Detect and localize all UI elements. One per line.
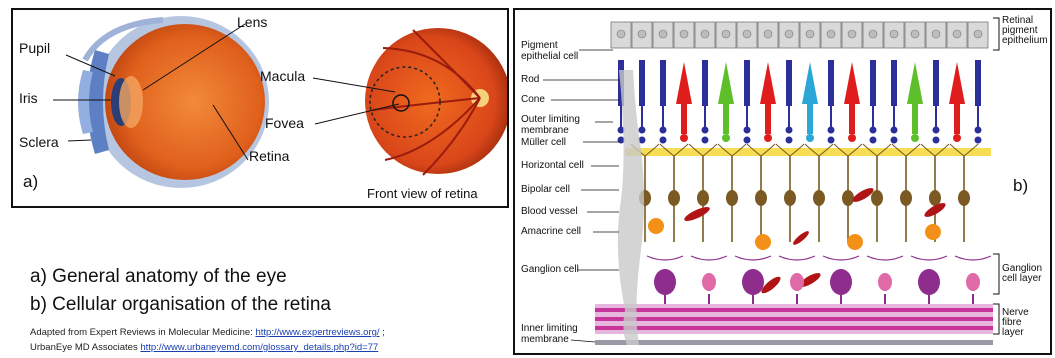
pigment-epithelial-cell [926, 22, 946, 48]
panel-b-letter: b) [1013, 176, 1028, 196]
panel-b-retina-cells: Pigment epithelial cell Rod Cone Outer l… [513, 8, 1052, 355]
eye-anatomy-illustration [13, 10, 509, 208]
label-sclera: Sclera [19, 134, 59, 150]
bipolar-cell [950, 144, 978, 242]
pigment-epithelial-cell [674, 22, 694, 48]
pigment-epithelial-cell [779, 22, 799, 48]
label-ganglion-cell-layer: Ganglion cell layer [1002, 264, 1042, 284]
label-pigment-epithelial-cell: Pigment epithelial cell [521, 40, 578, 62]
pigment-epithelial-cell [968, 22, 988, 48]
nerve-fibre-layer [595, 304, 993, 334]
bipolar-cell [892, 144, 920, 242]
label-outer-limiting-membrane: Outer limiting membrane [521, 114, 580, 136]
cone-cell [907, 62, 923, 142]
pigment-epithelium-row [611, 22, 988, 48]
cone-cell [760, 62, 776, 142]
rod-cell [786, 60, 793, 144]
ganglion-cell [867, 256, 903, 306]
label-bipolar-cell: Bipolar cell [521, 184, 570, 195]
label-retina: Retina [249, 148, 289, 164]
label-fovea: Fovea [265, 115, 304, 131]
cone-cell [844, 62, 860, 142]
bipolar-cell [747, 144, 775, 242]
pigment-epithelial-cell [632, 22, 652, 48]
label-blood-vessel: Blood vessel [521, 206, 578, 217]
bipolar-cell [805, 144, 833, 242]
panel-b-leader-lines [543, 50, 619, 342]
label-horizontal-cell: Horizontal cell [521, 160, 584, 171]
label-pupil: Pupil [19, 40, 50, 56]
pigment-epithelial-cell [716, 22, 736, 48]
label-ganglion-cell: Ganglion cell [521, 264, 579, 275]
rod-cell [744, 60, 751, 144]
caption-line-a: a) General anatomy of the eye [30, 266, 287, 288]
ganglion-cell [691, 256, 727, 306]
pigment-epithelial-cell [842, 22, 862, 48]
cone-cell [802, 62, 818, 142]
bipolar-cell [776, 144, 804, 242]
bipolar-cell [660, 144, 688, 242]
rod-cell [828, 60, 835, 144]
panel-a-eye-anatomy: Pupil Iris Sclera Lens Retina Macula Fov… [11, 8, 509, 208]
source-link-expertreviews[interactable]: http://www.expertreviews.org/ [255, 327, 379, 338]
eyeball-cross-section [78, 16, 269, 188]
rod-cell [870, 60, 877, 144]
rod-cell [933, 60, 940, 144]
label-lens: Lens [237, 14, 267, 30]
pigment-epithelial-cell [611, 22, 631, 48]
pigment-epithelial-cell [947, 22, 967, 48]
source-line-2: UrbanEye MD Associates http://www.urbane… [30, 342, 378, 353]
pigment-epithelial-cell [737, 22, 757, 48]
label-inner-limiting-membrane: Inner limiting membrane [521, 323, 578, 345]
source-link-urbaneyemd[interactable]: http://www.urbaneyemd.com/glossary_detai… [140, 342, 378, 353]
amacrine-cells [648, 218, 941, 250]
bipolar-cell [718, 144, 746, 242]
rod-cell [891, 60, 898, 144]
pigment-epithelial-cell [884, 22, 904, 48]
rod-cell [702, 60, 709, 144]
pigment-epithelial-cell [821, 22, 841, 48]
ganglion-cell [647, 256, 683, 306]
label-cone: Cone [521, 94, 545, 105]
label-retinal-pigment-epithelium: Retinal pigment epithelium [1002, 16, 1048, 46]
ganglion-cell [955, 256, 991, 306]
ganglion-cell [735, 256, 771, 306]
label-muller-cell: Müller cell [521, 137, 566, 148]
ganglion-cell-row [647, 256, 991, 306]
photoreceptor-row [618, 60, 982, 144]
bipolar-cell [689, 144, 717, 242]
label-iris: Iris [19, 90, 38, 106]
label-amacrine-cell: Amacrine cell [521, 226, 581, 237]
rod-cell [639, 60, 646, 144]
pigment-epithelial-cell [905, 22, 925, 48]
cone-cell [718, 62, 734, 142]
pigment-epithelial-cell [695, 22, 715, 48]
label-nerve-fibre-layer: Nerve fibre layer [1002, 308, 1050, 338]
rod-cell [975, 60, 982, 144]
source-separator: ; [380, 327, 385, 338]
label-macula: Macula [260, 68, 305, 84]
source-line-1: Adapted from Expert Reviews in Molecular… [30, 327, 385, 338]
caption-line-b: b) Cellular organisation of the retina [30, 294, 331, 316]
bipolar-cell-row [631, 144, 978, 242]
pigment-epithelial-cell [653, 22, 673, 48]
source-prefix: Adapted from Expert Reviews in Molecular… [30, 327, 255, 338]
pigment-epithelial-cell [758, 22, 778, 48]
bipolar-cell [834, 144, 862, 242]
label-rod: Rod [521, 74, 539, 85]
cone-cell [949, 62, 965, 142]
cone-cell [676, 62, 692, 142]
rod-cell [660, 60, 667, 144]
fundus-illustration [365, 28, 509, 175]
ganglion-cell [823, 256, 859, 306]
retina-layers-illustration [515, 10, 1052, 355]
pigment-epithelial-cell [800, 22, 820, 48]
fundus-caption: Front view of retina [367, 186, 478, 201]
ganglion-cell [911, 256, 947, 306]
source2-prefix: UrbanEye MD Associates [30, 342, 140, 353]
panel-b-brackets [993, 18, 999, 334]
panel-a-letter: a) [23, 172, 38, 192]
pigment-epithelial-cell [863, 22, 883, 48]
inner-limiting-membrane [595, 340, 993, 345]
